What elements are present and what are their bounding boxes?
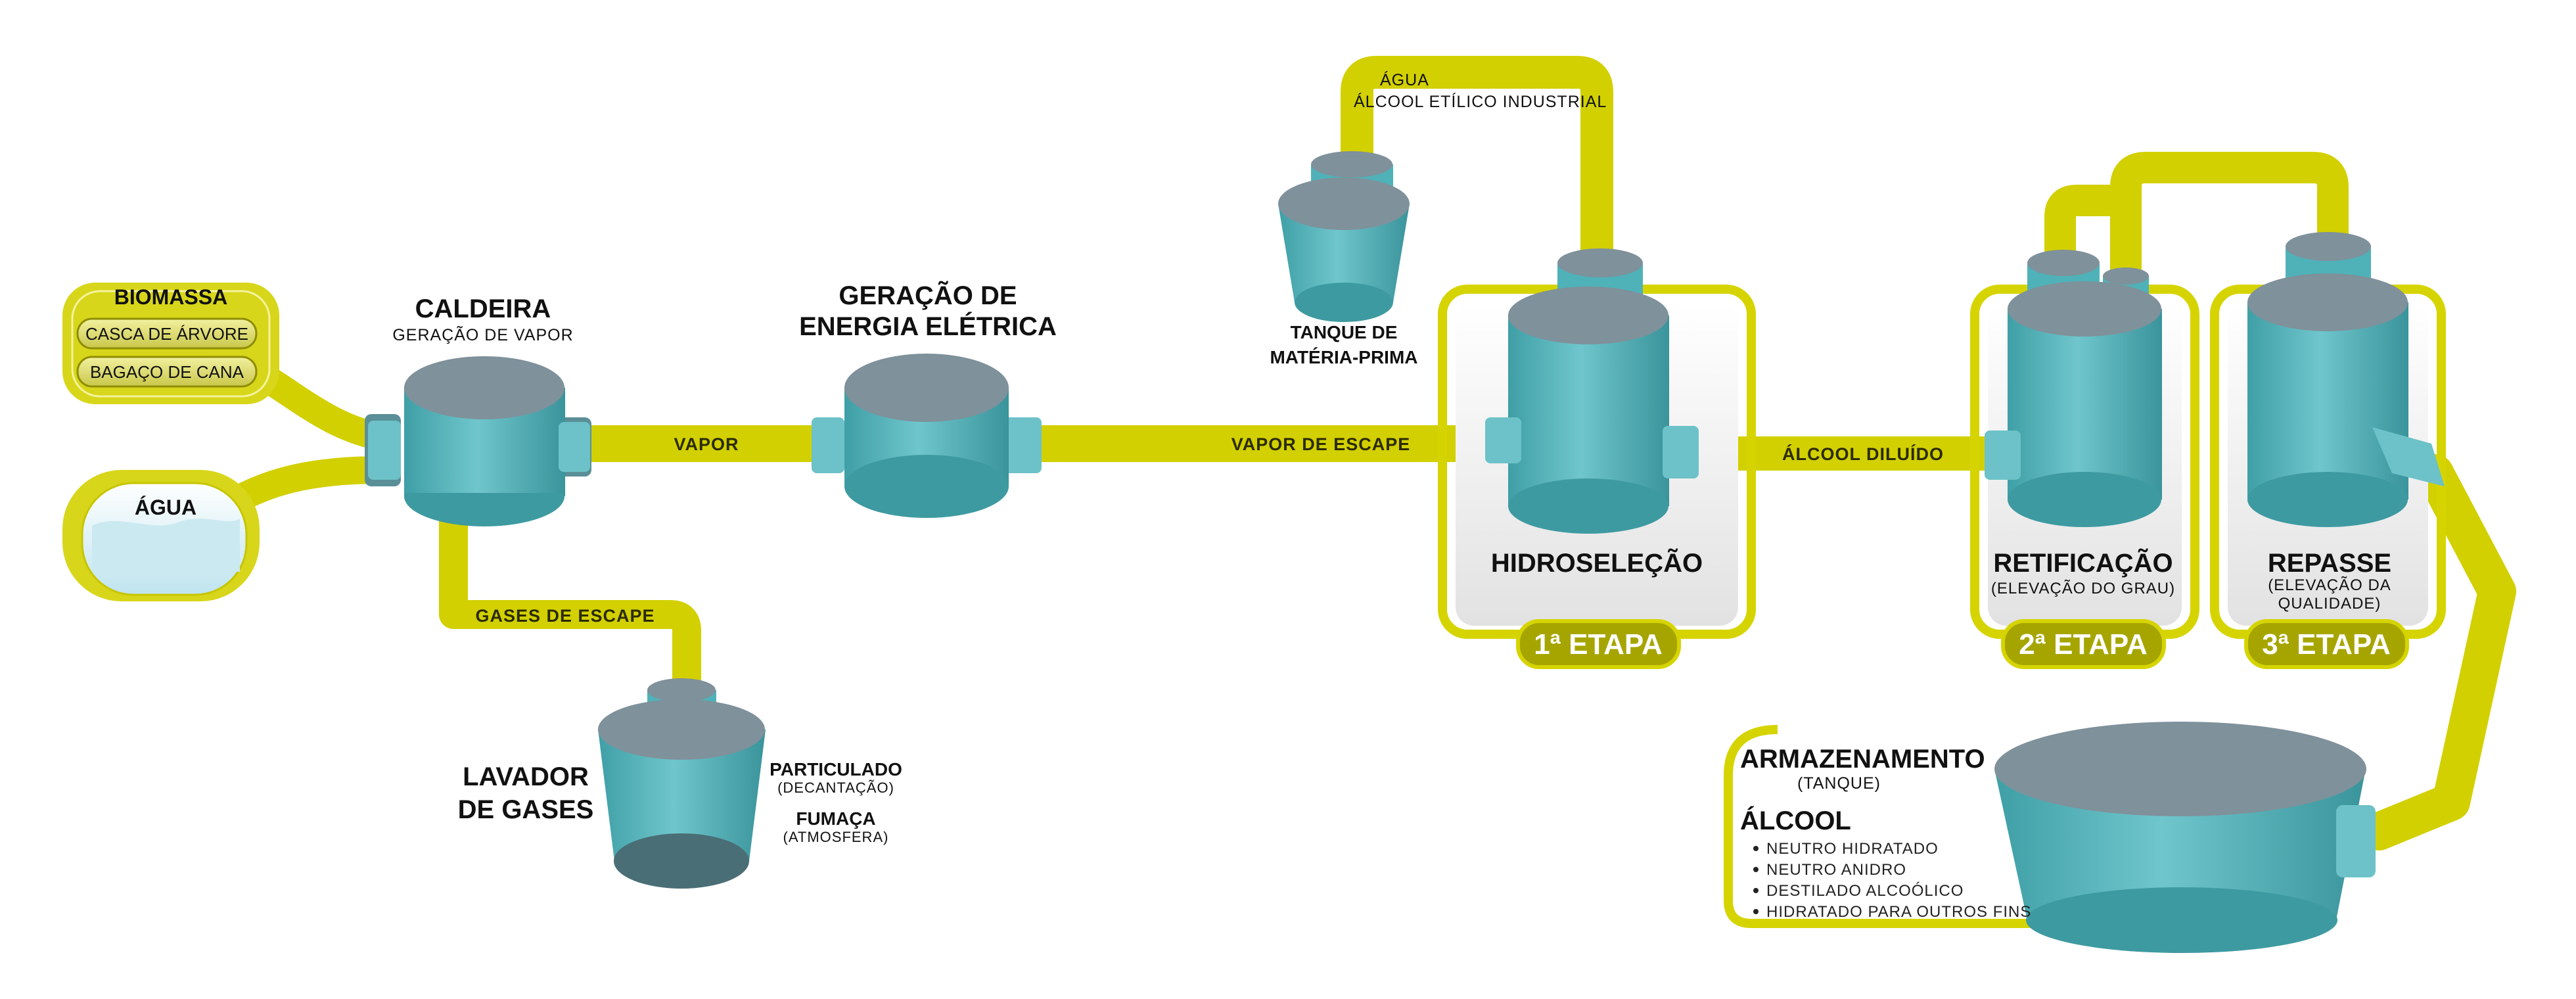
biomassa-title: BIOMASSA: [114, 285, 227, 309]
tanque-mp-line1: TANQUE DE: [1291, 322, 1398, 342]
storage-tank: [1994, 722, 2376, 953]
stage-3-title: REPASSE: [2268, 549, 2391, 578]
biomassa-box: BIOMASSA CASCA DE ÁRVORE BAGAÇO DE CANA: [62, 283, 279, 404]
etapa-1-badge: [1516, 619, 1681, 669]
tanque-mp-tank: [1278, 151, 1410, 322]
pill-bagaco: [76, 356, 258, 388]
pipe-label-vapor: VAPOR: [674, 434, 739, 454]
top-pipe-line2: ÁLCOOL ETÍLICO INDUSTRIAL: [1354, 92, 1607, 111]
hidroselecao-tank: [1485, 248, 1699, 534]
alcool-item: DESTILADO ALCOÓLICO: [1766, 882, 1964, 900]
lavador-particulado: PARTICULADO: [770, 759, 902, 779]
etapa-2-badge: [2001, 619, 2166, 669]
geracao-line2: ENERGIA ELÉTRICA: [799, 312, 1057, 341]
lavador-fumaca-sub: (ATMOSFERA): [783, 829, 889, 845]
lavador-tank: [598, 678, 766, 889]
pipe-label-vapor-escape: VAPOR DE ESCAPE: [1231, 434, 1411, 454]
geracao-tank: [812, 354, 1042, 518]
lavador-fumaca: FUMAÇA: [796, 808, 875, 829]
retificacao-tank: [1985, 250, 2162, 527]
lavador-line2: DE GASES: [458, 795, 594, 824]
lavador-particulado-sub: (DECANTAÇÃO): [777, 779, 894, 796]
storage-panel: [1724, 725, 2077, 928]
stage-3-subtitle-l2: QUALIDADE): [2278, 595, 2381, 613]
lavador-line1: LAVADOR: [463, 762, 589, 791]
alcool-list: NEUTRO HIDRATADO NEUTRO ANIDRO DESTILADO…: [1753, 840, 2031, 921]
armazenamento-subtitle: (TANQUE): [1797, 774, 1881, 793]
alcool-title: ÁLCOOL: [1740, 806, 1851, 835]
biomassa-item-bagaco: BAGAÇO DE CANA: [90, 362, 244, 382]
stage-2-title: RETIFICAÇÃO: [1993, 547, 2173, 578]
pipe-gases-escape: [439, 505, 701, 711]
top-pipe-line1: ÁGUA: [1380, 70, 1429, 89]
etapa-3-label: 3ª ETAPA: [2262, 628, 2391, 661]
caldeira-tank: [365, 356, 591, 526]
pipe-label-alcool-diluido: ÁLCOOL DILUÍDO: [1782, 444, 1944, 464]
pipe-label-gases-escape: GASES DE ESCAPE: [475, 606, 655, 626]
armazenamento-title: ARMAZENAMENTO: [1740, 745, 1985, 774]
etapa-2-label: 2ª ETAPA: [2019, 628, 2148, 661]
pipe-to-storage: [2360, 454, 2516, 850]
agua-box: ÁGUA: [62, 470, 260, 601]
pipe-top: [1341, 56, 1613, 292]
pill-casca: [76, 317, 258, 350]
stage-3-subtitle-l1: (ELEVAÇÃO DA: [2268, 576, 2391, 594]
caldeira-subtitle: GERAÇÃO DE VAPOR: [392, 325, 573, 344]
geracao-line1: GERAÇÃO DE: [839, 280, 1017, 310]
agua-title: ÁGUA: [135, 496, 196, 519]
alcool-item: NEUTRO HIDRATADO: [1766, 840, 1939, 858]
etapa-1-label: 1ª ETAPA: [1534, 628, 1663, 661]
pipe-bridge-1: [2044, 185, 2132, 292]
pipe-bridge-2: [2110, 152, 2349, 305]
alcool-item: NEUTRO ANIDRO: [1766, 861, 1906, 879]
repasse-tank: [2247, 232, 2445, 527]
stage-2-subtitle: (ELEVAÇÃO DO GRAU): [1991, 580, 2175, 597]
stage-1-title: HIDROSELEÇÃO: [1491, 547, 1703, 578]
tanque-mp-line2: MATÉRIA-PRIMA: [1270, 347, 1417, 367]
alcool-item: HIDRATADO PARA OUTROS FINS: [1766, 903, 2031, 921]
caldeira-title: CALDEIRA: [415, 294, 551, 323]
biomassa-item-casca: CASCA DE ÁRVORE: [85, 324, 248, 344]
etapa-3-badge: [2244, 619, 2409, 669]
